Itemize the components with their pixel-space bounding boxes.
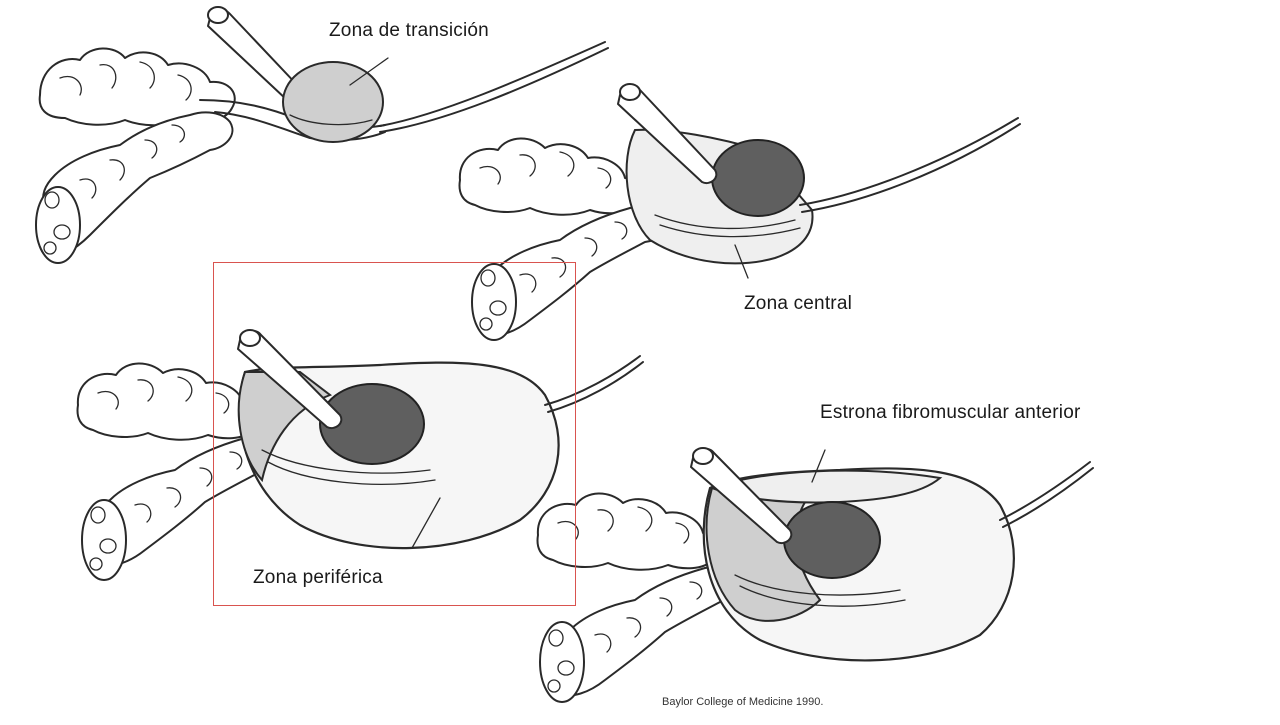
label-central-zone: Zona central	[744, 293, 853, 314]
panel-transition-zone	[35, 6, 609, 264]
pointer-transition	[349, 57, 389, 86]
credit-text: Baylor College of Medicine 1990.	[662, 696, 824, 708]
panel-central-zone	[458, 83, 1021, 341]
panel-anterior-stroma	[536, 447, 1094, 703]
label-anterior-stroma: Estrona fibromuscular anterior	[820, 402, 1081, 423]
label-peripheral-zone: Zona periférica	[253, 567, 383, 588]
label-transition-zone: Zona de transición	[329, 20, 489, 41]
